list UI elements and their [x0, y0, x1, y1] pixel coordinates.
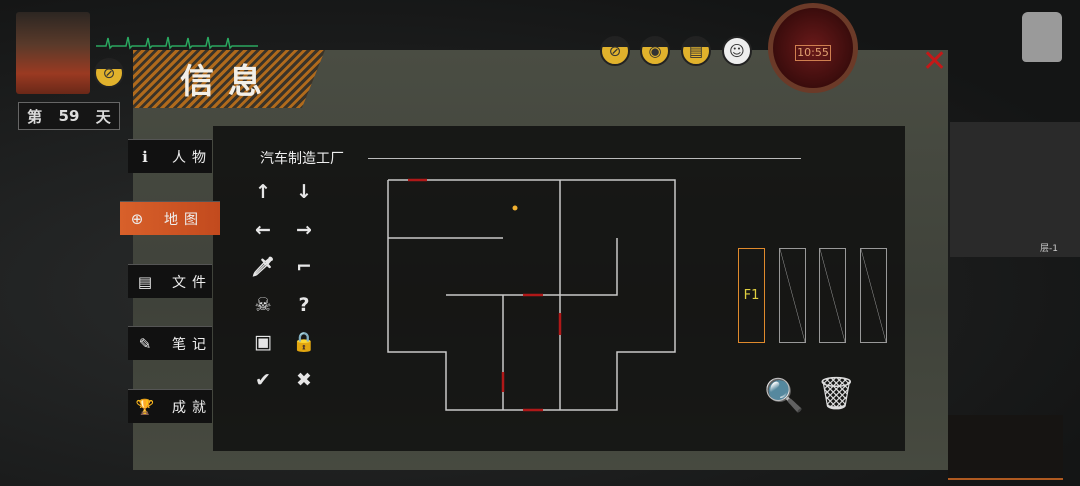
arrow-right-icon[interactable]: →: [296, 218, 312, 241]
backpack-icon[interactable]: [1022, 12, 1062, 62]
zoom-in-icon[interactable]: 🔍: [764, 376, 804, 414]
clock-time: 10:55: [795, 45, 831, 61]
title-banner: [133, 50, 325, 108]
close-icon[interactable]: ✕: [922, 44, 948, 79]
floor-f1-button[interactable]: F1: [738, 248, 765, 343]
arrow-up-icon[interactable]: ↑: [255, 181, 271, 203]
wall: [446, 238, 618, 296]
wall-outline: [387, 179, 676, 411]
tab-map[interactable]: ⊕地图: [120, 201, 220, 235]
eye-icon[interactable]: ◉: [640, 36, 670, 66]
stomach-icon[interactable]: ▤: [681, 36, 711, 66]
mood-icon[interactable]: ☺: [722, 36, 752, 66]
quick-item-slot[interactable]: [948, 415, 1063, 480]
gun-icon[interactable]: ⌐: [296, 256, 312, 278]
tab-achievements[interactable]: 🏆成就: [128, 389, 212, 423]
trophy-icon: 🏆: [135, 397, 155, 416]
tab-documents[interactable]: ▤文件: [128, 264, 212, 298]
cross-icon[interactable]: ✖: [296, 368, 312, 391]
check-icon[interactable]: ✔: [255, 368, 271, 391]
minimap: [950, 122, 1080, 257]
trash-icon[interactable]: 🗑: [816, 374, 857, 412]
skull-icon[interactable]: ☠: [254, 293, 272, 316]
lock-icon[interactable]: 🔒: [292, 331, 316, 353]
map-icon: ⊕: [130, 209, 144, 228]
info-icon: ℹ: [142, 147, 148, 166]
note-icon: ✎: [138, 334, 152, 353]
knife-icon[interactable]: 🗡: [251, 256, 276, 278]
character-portrait[interactable]: [16, 12, 90, 94]
minimap-floor-label: 层-1: [1040, 244, 1058, 254]
day-prefix: 第: [27, 107, 43, 126]
chest-icon[interactable]: ▣: [254, 331, 272, 353]
player-marker: [512, 205, 518, 211]
floor-button[interactable]: [819, 248, 846, 343]
page-title: 信息: [180, 62, 276, 102]
day-counter: 第 59 天: [18, 102, 120, 130]
floor-button[interactable]: [860, 248, 887, 343]
arrow-left-icon[interactable]: ←: [255, 218, 271, 241]
day-number: 59: [58, 107, 80, 125]
divider: [368, 158, 801, 159]
location-name: 汽车制造工厂: [260, 151, 344, 167]
tab-notes[interactable]: ✎笔记: [128, 326, 212, 360]
question-icon[interactable]: ?: [298, 293, 310, 316]
medicine-icon[interactable]: ⊘: [600, 36, 630, 66]
medicine-status-icon[interactable]: ⊘: [94, 58, 124, 88]
document-icon: ▤: [137, 272, 153, 291]
day-suffix: 天: [95, 107, 111, 126]
clock-dial: [768, 3, 858, 93]
arrow-down-icon[interactable]: ↓: [296, 181, 312, 203]
floor-button[interactable]: [779, 248, 806, 343]
heartbeat-monitor: [96, 36, 258, 50]
